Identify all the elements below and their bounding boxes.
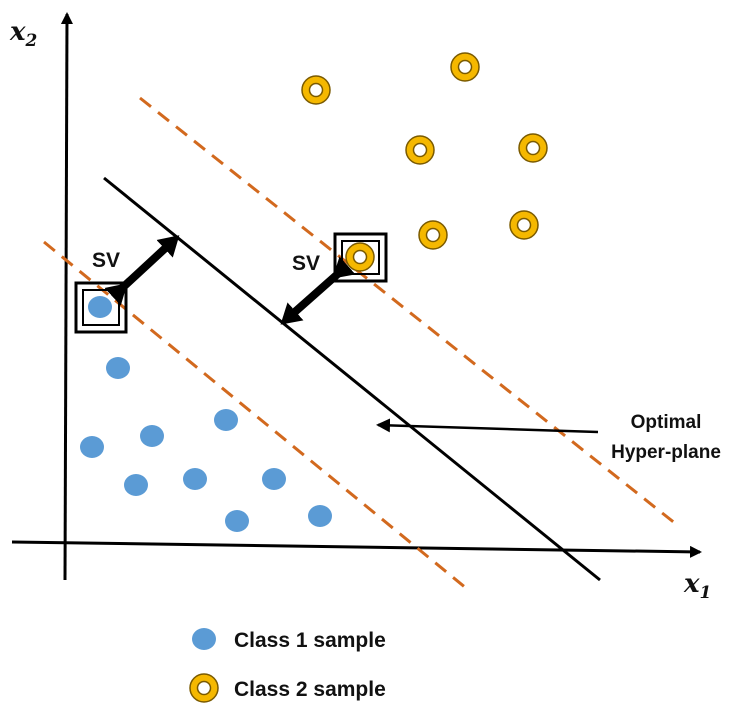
class1-point: [225, 510, 249, 532]
legend-class1-marker: [192, 628, 216, 650]
margin-arrow-right: [280, 256, 356, 325]
class1-point: [106, 357, 130, 379]
class1-point: [88, 296, 112, 318]
class1-point: [308, 505, 332, 527]
class2-point: [418, 220, 448, 250]
y-axis-label: x2: [9, 17, 38, 51]
optimal-hyperplane: [103, 176, 601, 582]
support-vector-box-left: [74, 281, 128, 334]
y-axis: [60, 12, 73, 581]
class1-point: [140, 425, 164, 447]
x-axis-label: x1: [683, 569, 711, 603]
hyperplane-label-line2: Hyper-plane: [611, 442, 721, 463]
class2-point: [301, 75, 331, 105]
legend-class2-label: Class 2 sample: [234, 678, 386, 701]
legend-class2-marker: [189, 673, 219, 703]
margin-arrow-left: [104, 235, 180, 306]
class2-point: [345, 242, 375, 272]
class1-point: [262, 468, 286, 490]
class2-point: [405, 135, 435, 165]
class1-point: [183, 468, 207, 490]
hyperplane-pointer-arrow: [376, 418, 599, 434]
class1-point: [80, 436, 104, 458]
legend: Class 1 sample Class 2 sample: [189, 628, 386, 703]
hyperplane-label-line1: Optimal: [631, 412, 702, 433]
sv-label-left: SV: [92, 249, 120, 272]
class2-point: [509, 210, 539, 240]
legend-class1-label: Class 1 sample: [234, 629, 386, 652]
x-axis: [11, 540, 702, 558]
class1-point: [124, 474, 148, 496]
class1-point: [214, 409, 238, 431]
margin-line-lower: [43, 240, 467, 590]
margin-line-upper: [139, 96, 677, 526]
class2-point: [450, 52, 480, 82]
sv-label-right: SV: [292, 252, 320, 275]
class2-point: [518, 133, 548, 163]
class1-samples: [80, 296, 332, 532]
class2-samples: [301, 52, 548, 272]
